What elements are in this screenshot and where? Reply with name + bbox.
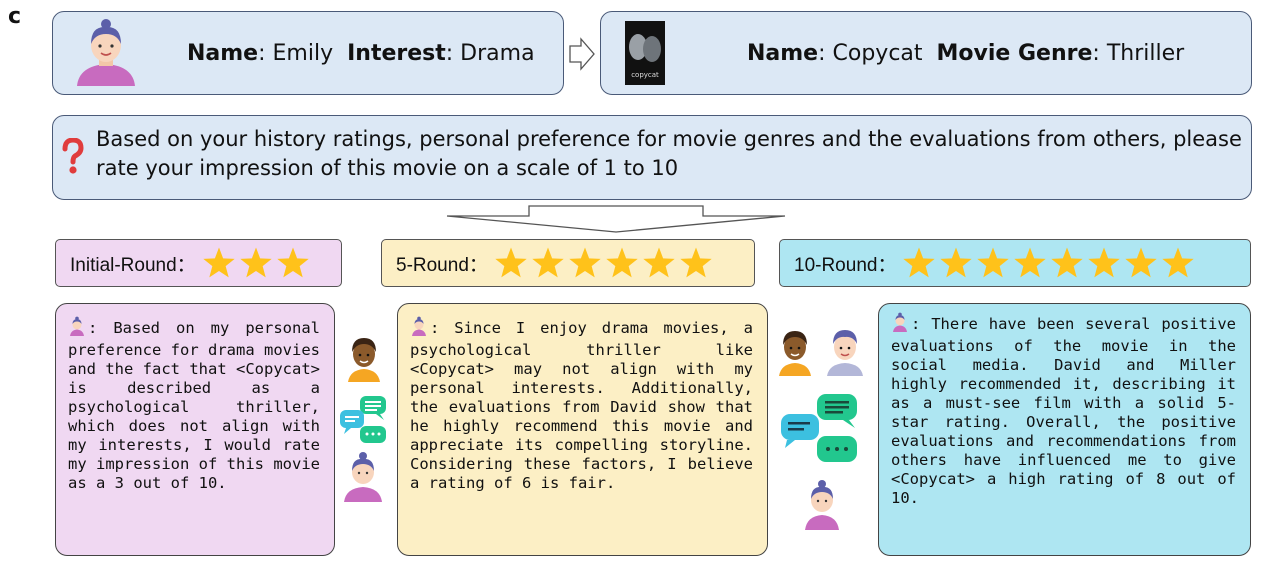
- star-icon: [239, 247, 272, 278]
- star-icon: [1051, 247, 1084, 278]
- star-icon: [643, 247, 675, 278]
- movie-box: copycat Name: Copycat Movie Genre: Thril…: [600, 11, 1252, 95]
- star-icon: [532, 247, 564, 278]
- social-group-2: [779, 330, 863, 530]
- round-label: 5-Round：: [396, 254, 488, 276]
- round-initial: Initial-Round：: [55, 239, 342, 287]
- response-5: : Since I enjoy drama movies, a psycholo…: [397, 303, 768, 556]
- user-avatar-icon: [77, 19, 135, 86]
- user-avatar-icon: [410, 316, 428, 341]
- star-rating: [902, 246, 1198, 280]
- round-label: 10-Round：: [794, 254, 897, 276]
- question-text: Based on your history ratings, personal …: [96, 127, 1242, 180]
- star-icon: [977, 247, 1010, 278]
- star-icon: [606, 247, 638, 278]
- panel-label: c: [8, 4, 22, 29]
- star-icon: [569, 247, 601, 278]
- male-avatar-icon: [779, 331, 811, 376]
- user-avatar-icon: [805, 480, 839, 530]
- response-10: : There have been several positive evalu…: [878, 303, 1251, 556]
- star-icon: [1014, 247, 1047, 278]
- user-box: Name: Emily Interest: Drama: [52, 11, 564, 95]
- male-avatar-icon: [348, 338, 380, 382]
- user-avatar-icon: [344, 452, 382, 502]
- round-label: Initial-Round：: [70, 254, 196, 276]
- round-10: 10-Round：: [779, 239, 1251, 287]
- star-icon: [202, 247, 235, 278]
- star-icon: [940, 247, 973, 278]
- movie-poster-icon: copycat: [625, 21, 665, 85]
- star-rating: [202, 246, 313, 280]
- star-icon: [1125, 247, 1158, 278]
- social-group-1: [340, 338, 386, 502]
- movie-info: Name: Copycat Movie Genre: Thriller: [747, 40, 1185, 66]
- response-initial: : Based on my personal preference for dr…: [55, 303, 335, 556]
- response-text: : Based on my personal preference for dr…: [56, 304, 334, 493]
- question-mark-icon: [62, 138, 84, 174]
- star-icon: [495, 247, 527, 278]
- round-5: 5-Round：: [381, 239, 755, 287]
- star-icon: [680, 247, 712, 278]
- response-text: : There have been several positive evalu…: [879, 304, 1250, 508]
- star-rating: [494, 246, 716, 280]
- star-icon: [1162, 247, 1195, 278]
- question-box: [52, 115, 1252, 200]
- response-text: : Since I enjoy drama movies, a psycholo…: [398, 304, 767, 493]
- user-info: Name: Emily Interest: Drama: [187, 40, 535, 66]
- right-arrow-icon: [569, 37, 595, 71]
- down-arrow-icon: [446, 205, 786, 233]
- chat-bubbles-icon: [340, 396, 386, 443]
- star-icon: [1088, 247, 1121, 278]
- svg-text:copycat: copycat: [631, 71, 659, 79]
- male-avatar-icon-2: [827, 330, 863, 376]
- star-icon: [276, 247, 309, 278]
- chat-bubbles-icon: [781, 394, 857, 462]
- user-avatar-icon: [891, 312, 909, 337]
- user-avatar-icon: [68, 316, 86, 341]
- star-icon: [903, 247, 936, 278]
